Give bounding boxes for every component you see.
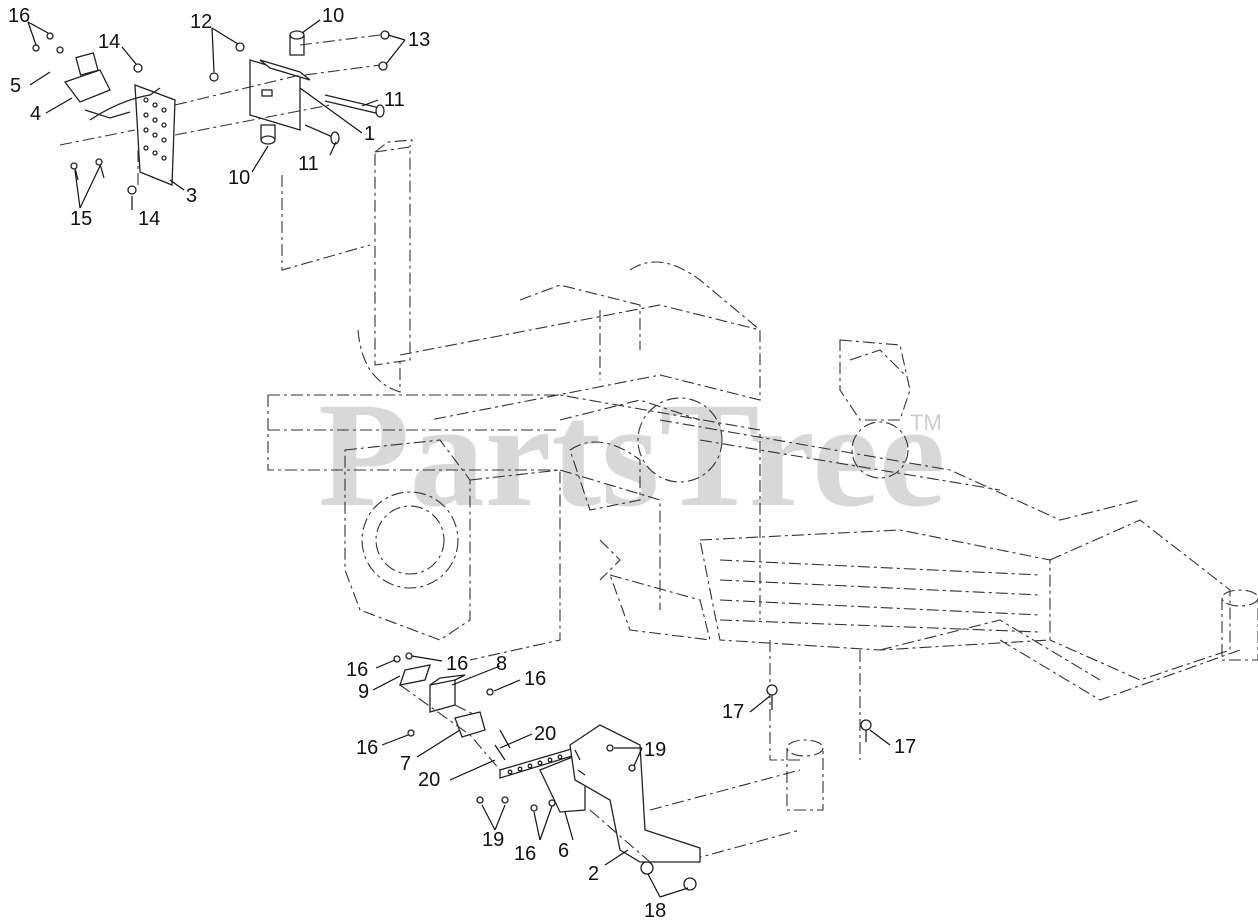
callout-14: 14: [98, 31, 120, 53]
callout-9: 9: [358, 681, 369, 703]
callout-20: 20: [418, 769, 440, 791]
callout-15: 15: [70, 208, 92, 230]
mower-frame: [267, 139, 1258, 861]
callout-19: 19: [482, 829, 504, 851]
callout-16: 16: [524, 668, 546, 690]
callout-1: 1: [364, 123, 375, 145]
callout-16: 16: [8, 5, 30, 27]
callout-12: 12: [190, 11, 212, 33]
callout-5: 5: [10, 75, 21, 97]
callout-19: 19: [644, 739, 666, 761]
watermark-text: PartsTree: [318, 372, 945, 538]
callout-18: 18: [644, 900, 666, 922]
callout-2: 2: [588, 863, 599, 885]
callout-16: 16: [514, 843, 536, 865]
callout-13: 13: [408, 29, 430, 51]
callout-4: 4: [30, 103, 41, 125]
upper-bracket-assembly: [32, 30, 390, 195]
callout-17: 17: [894, 736, 916, 758]
callout-10: 10: [228, 167, 250, 189]
callout-labels: 16 5 4 14 12 10 13 11 1 11 10 3 15 14 16…: [8, 5, 916, 922]
lower-bracket-assembly: [393, 652, 872, 891]
watermark-tm: TM: [910, 410, 942, 435]
callout-16: 16: [356, 737, 378, 759]
callout-17: 17: [722, 701, 744, 723]
callout-7: 7: [400, 753, 411, 775]
callout-16: 16: [346, 659, 368, 681]
callout-3: 3: [186, 185, 197, 207]
callout-16: 16: [446, 653, 468, 675]
callout-6: 6: [558, 840, 569, 862]
leader-lines: [27, 19, 891, 898]
callout-11: 11: [384, 89, 405, 111]
callout-10: 10: [322, 5, 344, 27]
callout-20: 20: [534, 723, 556, 745]
callout-14: 14: [138, 208, 160, 230]
callout-11: 11: [298, 153, 319, 175]
callout-8: 8: [496, 653, 507, 675]
